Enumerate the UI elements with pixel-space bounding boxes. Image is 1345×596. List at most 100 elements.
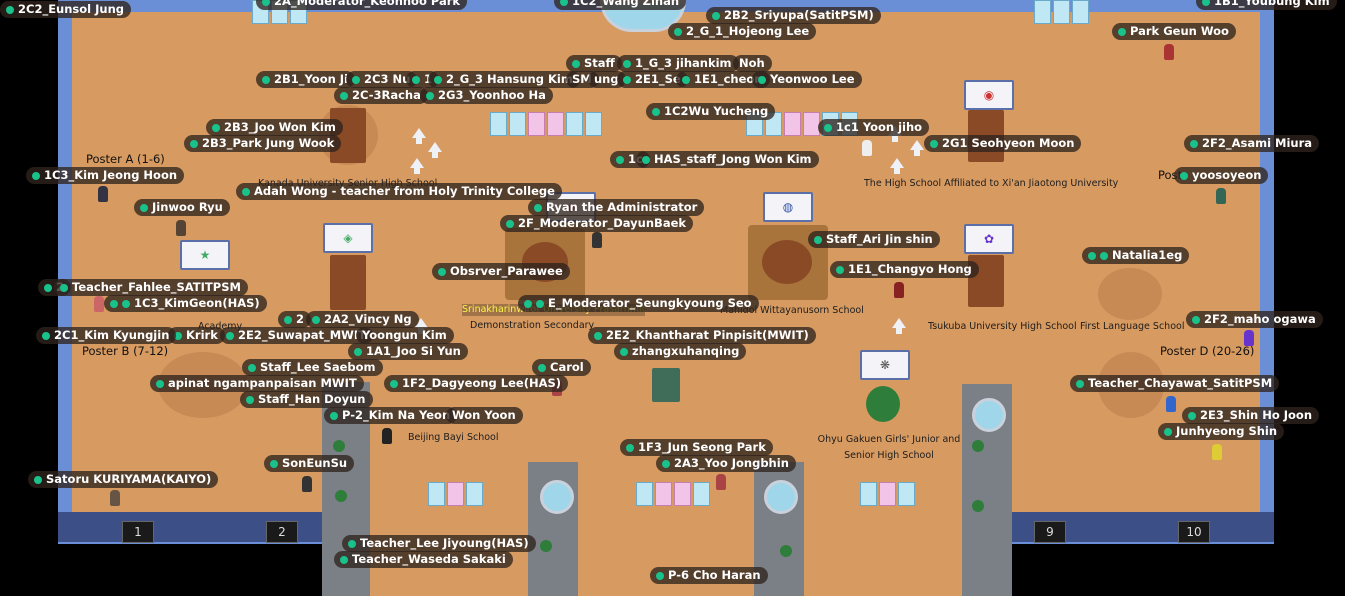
participant-label[interactable]: Junhyeong Shin bbox=[1158, 423, 1285, 440]
participant-label[interactable]: 1E1_cheon bbox=[676, 71, 770, 88]
room-number-2[interactable]: 2 bbox=[266, 521, 298, 543]
participant-label[interactable]: ung bbox=[588, 71, 626, 88]
status-dot-icon bbox=[438, 267, 446, 276]
participant-label[interactable]: 1C3_Kim Jeong Hoon bbox=[26, 167, 185, 184]
poster-screen[interactable] bbox=[860, 482, 915, 506]
avatar[interactable] bbox=[1164, 44, 1174, 60]
poster-screen[interactable] bbox=[1034, 0, 1089, 24]
poster-screen[interactable] bbox=[636, 482, 710, 506]
participant-label[interactable]: Won Yoon bbox=[446, 407, 523, 424]
status-dot-icon bbox=[1188, 411, 1196, 420]
participant-label[interactable]: 1C3_KimGeon(HAS) bbox=[104, 295, 267, 312]
participant-label[interactable]: Teacher_Fahlee_SATITPSM bbox=[54, 279, 248, 296]
room-number-10[interactable]: 10 bbox=[1178, 521, 1210, 543]
arrow-up-icon bbox=[890, 158, 904, 174]
participant-label[interactable]: 2C1_Kim Kyungjin bbox=[36, 327, 177, 344]
participant-label[interactable]: P-6 Cho Haran bbox=[650, 567, 768, 584]
room-number-9[interactable]: 9 bbox=[1034, 521, 1066, 543]
participant-label[interactable]: HAS_staff_Jong Won Kim bbox=[636, 151, 819, 168]
participant-label[interactable]: 2F2_maho ogawa bbox=[1186, 311, 1323, 328]
avatar[interactable] bbox=[862, 140, 872, 156]
participant-label[interactable]: SonEunSu bbox=[264, 455, 355, 472]
participant-label[interactable]: 2A2_Vincy Ng bbox=[306, 311, 419, 328]
participant-label[interactable]: 2F2_Asami Miura bbox=[1184, 135, 1320, 152]
participant-label[interactable]: 1_G_3 jihankim bbox=[617, 55, 739, 72]
avatar[interactable] bbox=[94, 296, 104, 312]
avatar[interactable] bbox=[382, 428, 392, 444]
participant-label[interactable]: Noh bbox=[733, 55, 772, 72]
participant-label[interactable]: Carol bbox=[532, 359, 591, 376]
participant-label[interactable]: 2C3 Nu bbox=[346, 71, 418, 88]
participant-label[interactable]: E_Moderator_Seungkyoung Seo bbox=[518, 295, 759, 312]
participant-label[interactable]: apinat ngampanpaisan MWIT bbox=[150, 375, 364, 392]
participant-label[interactable]: 2C2_Eunsol Jung bbox=[0, 1, 131, 18]
participant-label[interactable]: Staff bbox=[566, 55, 622, 72]
participant-label[interactable]: Staff_Han Doyun bbox=[240, 391, 373, 408]
status-dot-icon bbox=[1180, 171, 1188, 180]
participant-label[interactable]: 2 bbox=[278, 311, 312, 328]
poster-screen[interactable] bbox=[490, 112, 602, 136]
participant-label[interactable]: 1A1_Joo Si Yun bbox=[348, 343, 468, 360]
flag-icon: ◈ bbox=[323, 223, 373, 253]
participant-label[interactable]: Satoru KURIYAMA(KAIYO) bbox=[28, 471, 219, 488]
participant-label[interactable]: 1E1_Changyo Hong bbox=[830, 261, 979, 278]
participant-label[interactable]: Yeonwoo Lee bbox=[752, 71, 862, 88]
status-dot-icon bbox=[352, 75, 360, 84]
avatar[interactable] bbox=[110, 490, 120, 506]
poster-screen[interactable] bbox=[428, 482, 483, 506]
participant-label[interactable]: 1B1_Youbung Kim bbox=[1196, 0, 1337, 10]
participant-label[interactable]: Staff_Lee Saebom bbox=[242, 359, 383, 376]
participant-label[interactable]: Park Geun Woo bbox=[1112, 23, 1236, 40]
avatar[interactable] bbox=[1216, 188, 1226, 204]
school-label: Tsukuba University High School bbox=[928, 321, 1077, 332]
participant-label[interactable]: yoosoyeon bbox=[1174, 167, 1269, 184]
participant-label[interactable]: 2B1_Yoon Ji bbox=[256, 71, 356, 88]
participant-label[interactable]: Teacher_Waseda Sakaki bbox=[334, 551, 513, 568]
status-dot-icon bbox=[534, 203, 542, 212]
participant-label[interactable]: 2E1_Se bbox=[617, 71, 688, 88]
participant-label[interactable]: 1F2_Dagyeong Lee(HAS) bbox=[384, 375, 569, 392]
participant-label[interactable]: Natalia1eg bbox=[1082, 247, 1190, 264]
room-number-1[interactable]: 1 bbox=[122, 521, 154, 543]
avatar[interactable] bbox=[716, 474, 726, 490]
participant-label[interactable]: 2B3_Joo Won Kim bbox=[206, 119, 343, 136]
participant-label[interactable]: 2G3_Yoonhoo Ha bbox=[420, 87, 553, 104]
participant-label[interactable]: Jinwoo Ryu bbox=[134, 199, 230, 216]
avatar[interactable] bbox=[98, 186, 108, 202]
participant-label[interactable]: Adah Wong - teacher from Holy Trinity Co… bbox=[236, 183, 562, 200]
avatar[interactable] bbox=[1212, 444, 1222, 460]
participant-label[interactable]: 2F_Moderator_DayunBaek bbox=[500, 215, 694, 232]
avatar[interactable] bbox=[1166, 396, 1176, 412]
participant-label[interactable]: 2E3_Shin Ho Joon bbox=[1182, 407, 1320, 424]
participant-label[interactable]: 1c1 Yoon jiho bbox=[818, 119, 930, 136]
participant-label[interactable]: 2G1 Seohyeon Moon bbox=[924, 135, 1082, 152]
participant-label[interactable]: 2E2_Khantharat Pinpisit(MWIT) bbox=[588, 327, 816, 344]
participant-label[interactable]: 2_G_3 Hansung Kim bbox=[428, 71, 580, 88]
participant-label[interactable]: P-2_Kim Na Yeon bbox=[324, 407, 458, 424]
avatar[interactable] bbox=[1244, 330, 1254, 346]
avatar[interactable] bbox=[176, 220, 186, 236]
avatar[interactable] bbox=[592, 232, 602, 248]
participant-label[interactable]: Krirk bbox=[168, 327, 225, 344]
participant-label[interactable]: 2A_Moderator_Keonhoo Park bbox=[256, 0, 468, 10]
participant-label[interactable]: 2B3_Park Jung Wook bbox=[184, 135, 342, 152]
participant-label[interactable]: Yoongun Kim bbox=[356, 327, 454, 344]
participant-label[interactable]: Teacher_Chayawat_SatitPSM bbox=[1070, 375, 1280, 392]
participant-label[interactable]: 2C-3Racha bbox=[334, 87, 428, 104]
participant-label[interactable]: 2A3_Yoo Jongbhin bbox=[656, 455, 796, 472]
participant-label[interactable]: 2E2_Suwapat_MWIT bbox=[220, 327, 373, 344]
participant-label[interactable]: Obsrver_Parawee bbox=[432, 263, 570, 280]
participant-label[interactable]: 1C2Wu Yucheng bbox=[646, 103, 776, 120]
avatar[interactable] bbox=[894, 282, 904, 298]
participant-label[interactable]: 1F3_Jun Seong Park bbox=[620, 439, 773, 456]
status-dot-icon bbox=[242, 187, 250, 196]
participant-label[interactable]: 2_G_1_Hojeong Lee bbox=[668, 23, 817, 40]
participant-label[interactable]: Ryan the Administrator bbox=[528, 199, 705, 216]
participant-label[interactable]: zhangxuhanqing bbox=[614, 343, 747, 360]
participant-label[interactable]: 1C2_Wang Zihan bbox=[554, 0, 687, 10]
participant-label[interactable]: 2B2_Sriyupa(SatitPSM) bbox=[706, 7, 881, 24]
participant-label[interactable]: Teacher_Lee Jiyoung(HAS) bbox=[342, 535, 536, 552]
participant-label[interactable]: Staff_Ari Jin shin bbox=[808, 231, 940, 248]
avatar[interactable] bbox=[302, 476, 312, 492]
